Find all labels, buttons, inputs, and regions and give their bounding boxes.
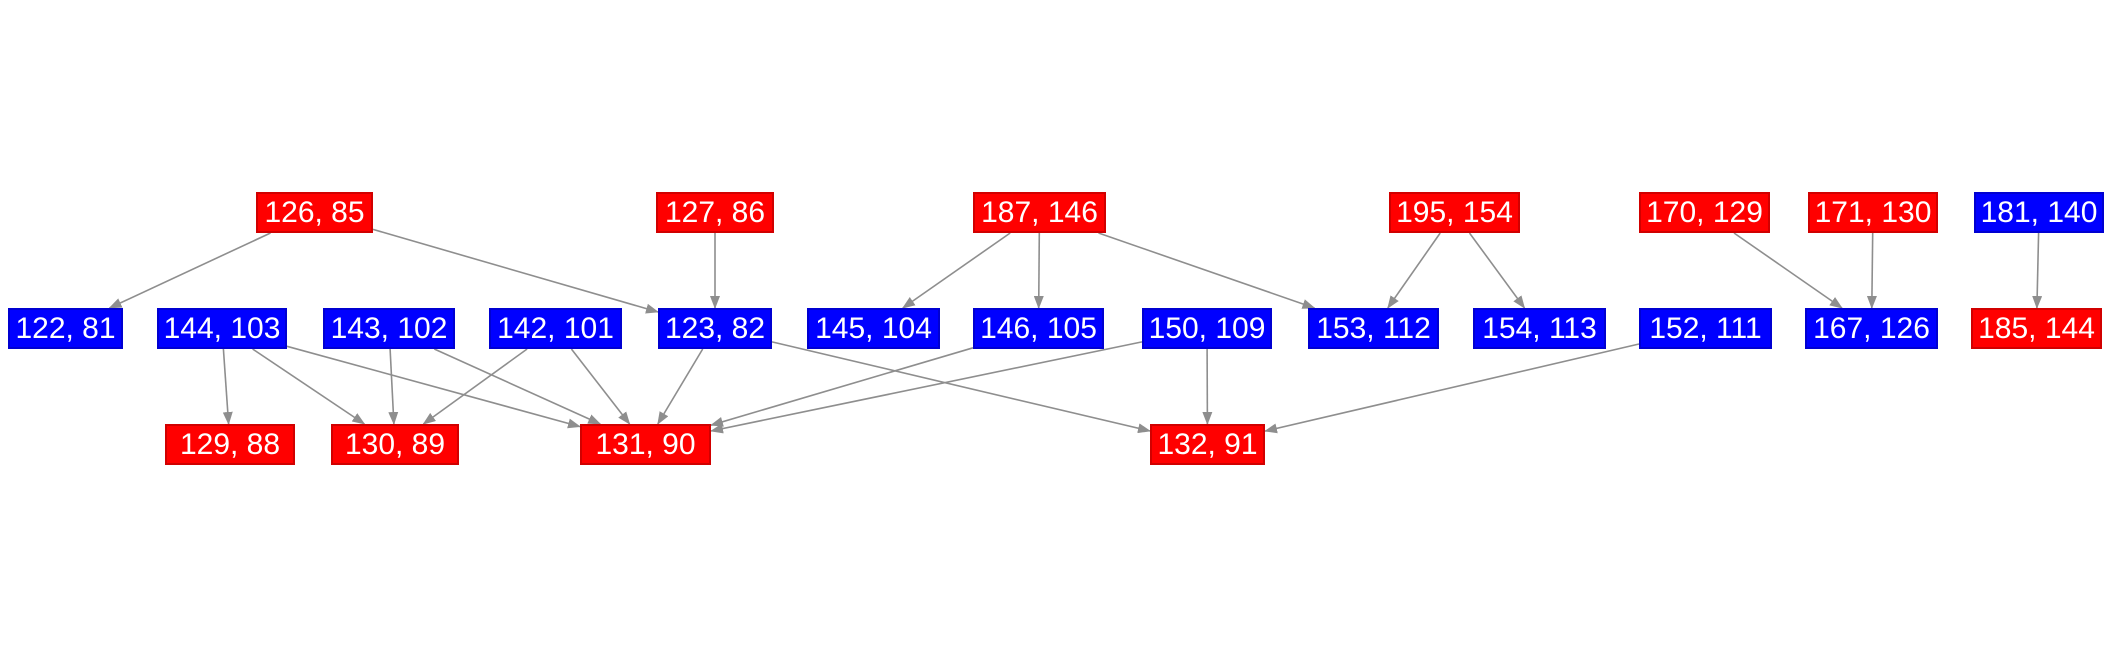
- node-123,82: 123, 82: [658, 308, 772, 349]
- node-187,146: 187, 146: [973, 192, 1106, 233]
- edge-143,102-to-131,90: [433, 348, 602, 425]
- edge-146,105-to-131,90: [710, 347, 974, 427]
- node-152,111: 152, 111: [1639, 308, 1772, 349]
- node-185,144: 185, 144: [1971, 308, 2102, 349]
- node-153,112: 153, 112: [1308, 308, 1439, 349]
- edge-187,146-to-145,104: [901, 232, 1011, 309]
- edge-123,82-to-132,91: [771, 341, 1151, 434]
- edge-143,102-to-130,89: [388, 348, 399, 425]
- node-195,154: 195, 154: [1389, 192, 1520, 233]
- node-130,89: 130, 89: [331, 424, 459, 465]
- edge-142,101-to-131,90: [570, 348, 631, 425]
- edge-144,103-to-129,88: [222, 348, 233, 425]
- edge-144,103-to-130,89: [252, 348, 366, 425]
- node-126,85: 126, 85: [256, 192, 373, 233]
- node-142,101: 142, 101: [489, 308, 622, 349]
- node-170,129: 170, 129: [1639, 192, 1770, 233]
- node-143,102: 143, 102: [323, 308, 455, 349]
- node-129,88: 129, 88: [165, 424, 295, 465]
- edge-142,101-to-130,89: [422, 348, 528, 425]
- node-146,105: 146, 105: [973, 308, 1104, 349]
- edge-195,154-to-154,113: [1468, 232, 1526, 309]
- edge-152,111-to-132,91: [1264, 343, 1640, 434]
- edge-195,154-to-153,112: [1387, 232, 1441, 309]
- node-150,109: 150, 109: [1142, 308, 1272, 349]
- node-145,104: 145, 104: [807, 308, 940, 349]
- node-132,91: 132, 91: [1150, 424, 1265, 465]
- node-144,103: 144, 103: [157, 308, 287, 349]
- edge-123,82-to-131,90: [657, 348, 704, 425]
- node-171,130: 171, 130: [1808, 192, 1938, 233]
- node-131,90: 131, 90: [580, 424, 711, 465]
- edge-150,109-to-131,90: [710, 341, 1143, 434]
- node-181,140: 181, 140: [1974, 192, 2104, 233]
- edge-181,140-to-185,144: [2032, 232, 2043, 309]
- edge-126,85-to-123,82: [372, 228, 659, 314]
- node-127,86: 127, 86: [656, 192, 774, 233]
- edge-187,146-to-153,112: [1098, 232, 1316, 309]
- node-122,81: 122, 81: [8, 308, 123, 349]
- edge-144,103-to-131,90: [286, 345, 581, 429]
- node-154,113: 154, 113: [1473, 308, 1606, 349]
- edge-171,130-to-167,126: [1866, 232, 1877, 309]
- edge-126,85-to-122,81: [108, 232, 271, 309]
- edge-170,129-to-167,126: [1733, 232, 1843, 309]
- node-167,126: 167, 126: [1805, 308, 1938, 349]
- edge-187,146-to-146,105: [1033, 232, 1044, 309]
